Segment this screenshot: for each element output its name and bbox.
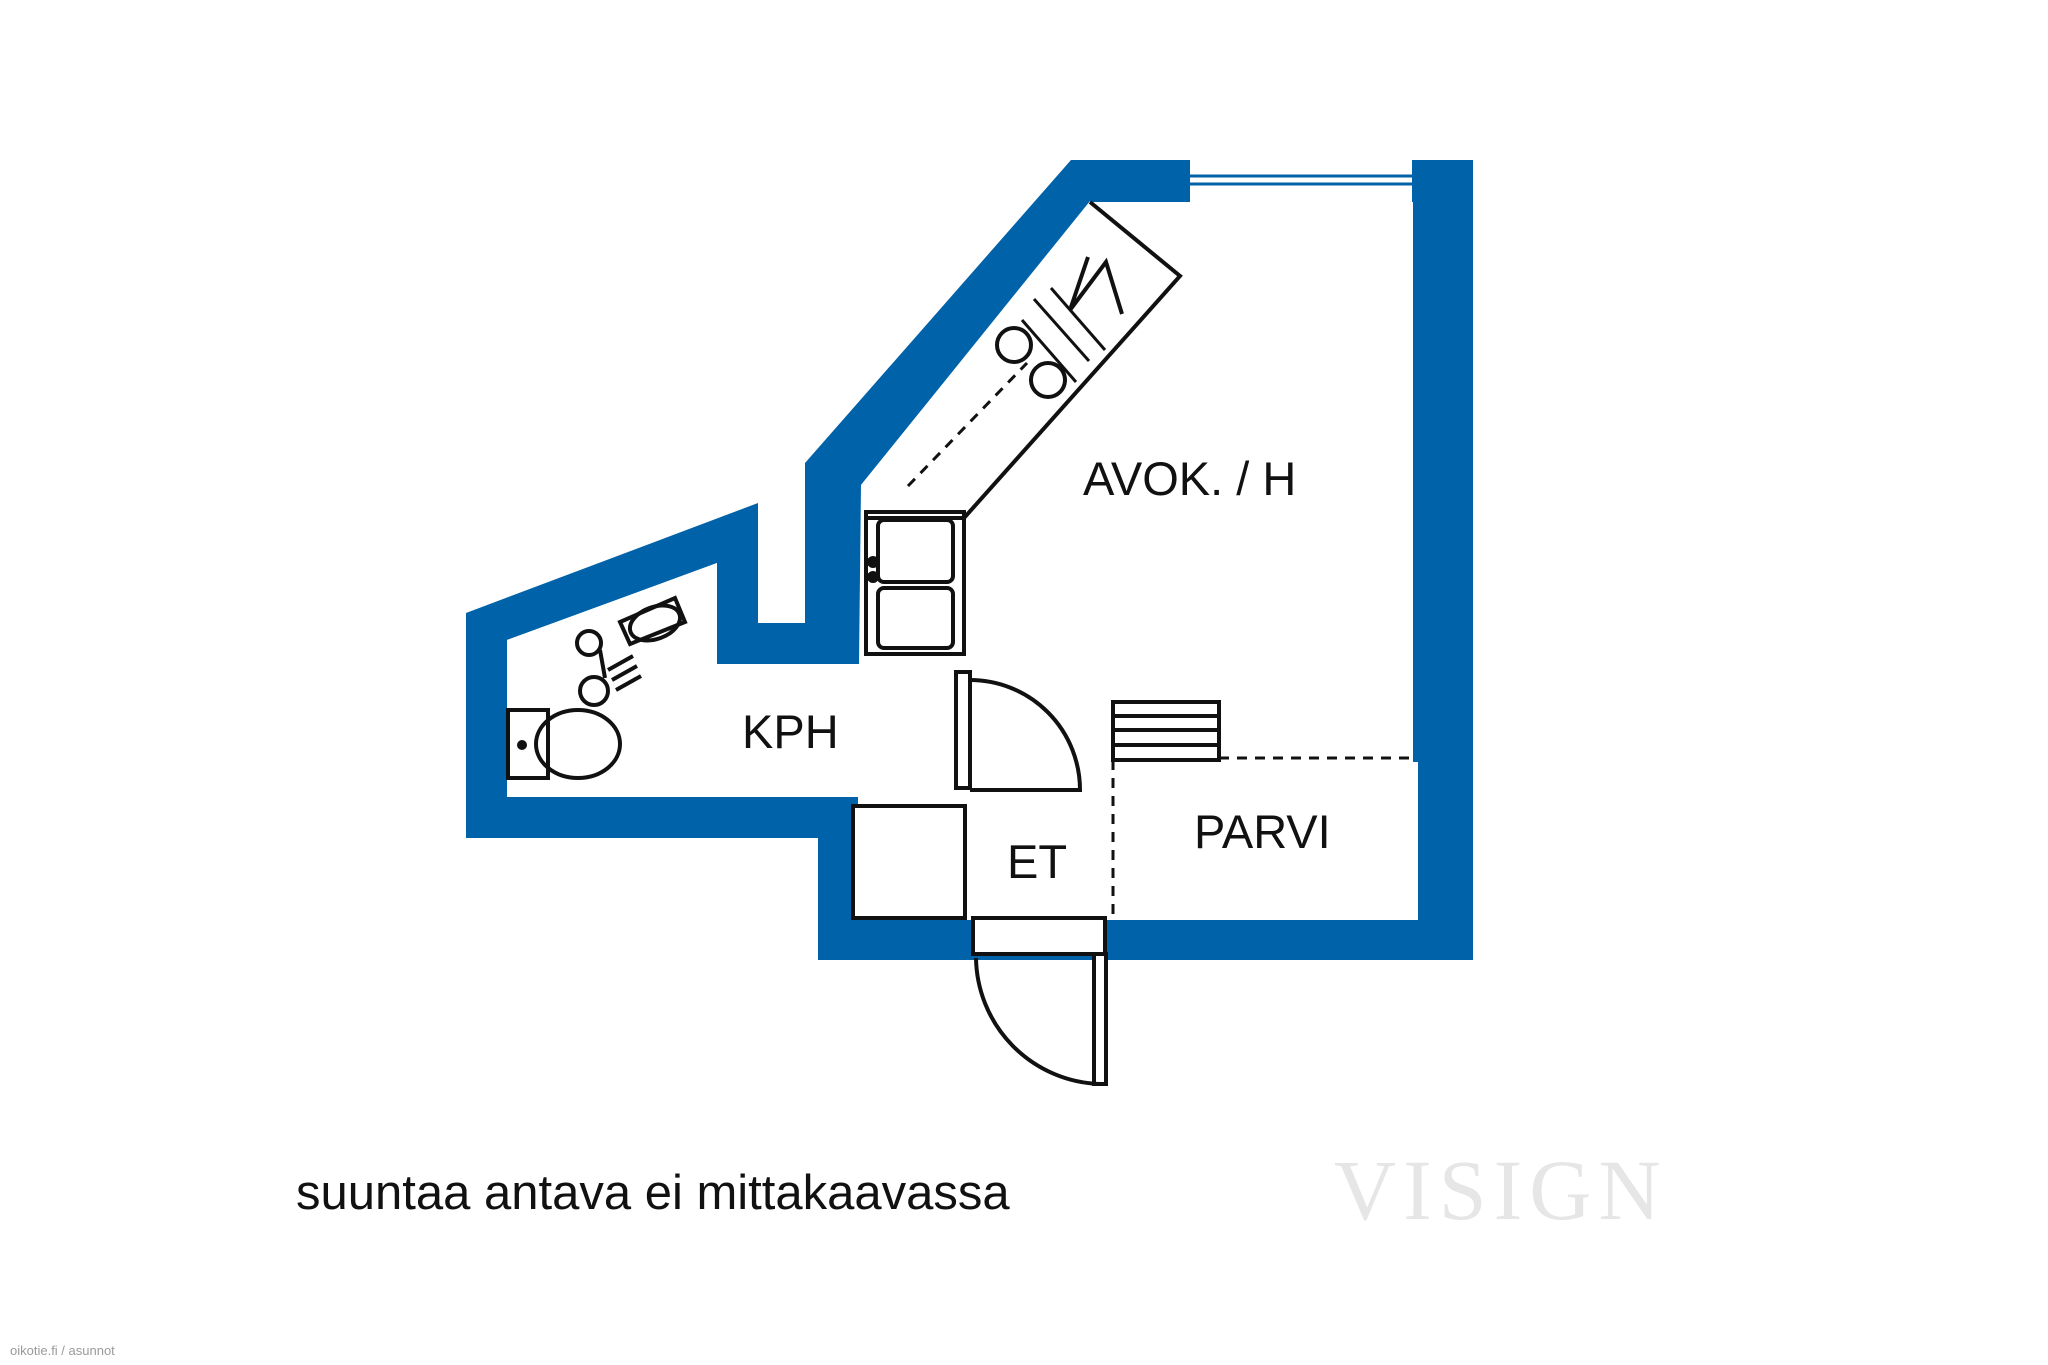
source-credit: oikotie.fi / asunnot [10, 1343, 115, 1358]
entrance-door-icon [971, 916, 1108, 1086]
closet [851, 804, 967, 920]
scale-disclaimer: suuntaa antava ei mittakaavassa [296, 1166, 1010, 1220]
window [1190, 160, 1412, 202]
ladder-icon [1111, 700, 1221, 762]
bottom-wall [818, 920, 1473, 960]
sink-icon [864, 510, 966, 656]
room-label-living: AVOK. / H [1083, 452, 1296, 505]
toilet-icon [506, 708, 622, 780]
loft-boundary [1111, 756, 1413, 920]
shower-icon [575, 629, 642, 707]
fridge-icon [1068, 256, 1124, 315]
right-wall [1413, 160, 1473, 762]
hob-icon [995, 326, 1067, 399]
interior-space [507, 563, 862, 797]
outer-walls [755, 160, 1473, 960]
room-label-entrance: ET [1007, 835, 1067, 888]
room-label-loft: PARVI [1194, 805, 1331, 858]
washbasin-icon [617, 595, 688, 647]
room-label-bathroom: KPH [742, 705, 839, 758]
visign-logo: VISIGN [1334, 1142, 1668, 1238]
bathroom-door-icon [954, 670, 1083, 792]
bathroom-walls [466, 503, 818, 838]
